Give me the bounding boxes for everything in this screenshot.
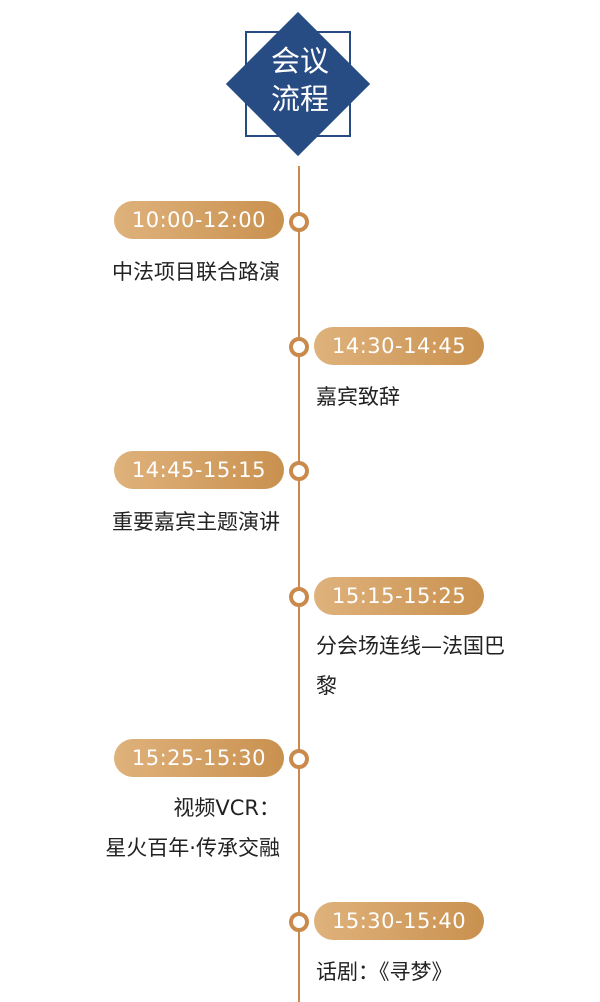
agenda-title-line2: 流程 bbox=[270, 82, 329, 116]
timeline-line bbox=[298, 166, 300, 1002]
agenda-item-title: 分会场连线—法国巴 黎 bbox=[316, 626, 556, 706]
agenda-item-title-line1: 视频VCR： bbox=[173, 796, 280, 820]
time-badge: 10:00-12:00 bbox=[113, 201, 284, 239]
timeline-dot bbox=[289, 749, 309, 769]
agenda-item-title-line1: 分会场连线—法国巴 bbox=[316, 634, 505, 658]
timeline-dot bbox=[289, 587, 309, 607]
time-badge: 15:30-15:40 bbox=[314, 902, 485, 940]
agenda-item-title-line2: 星火百年·传承交融 bbox=[105, 836, 280, 860]
agenda-title-badge: 会议 流程 bbox=[0, 0, 600, 170]
agenda-item-title-line2: 黎 bbox=[316, 674, 337, 698]
agenda-item-title: 嘉宾致辞 bbox=[316, 385, 400, 409]
agenda-item-title: 话剧：《寻梦》 bbox=[316, 960, 453, 984]
agenda-item-title: 重要嘉宾主题演讲 bbox=[112, 510, 280, 534]
time-badge: 14:45-15:15 bbox=[113, 451, 284, 489]
agenda-title: 会议 流程 bbox=[245, 42, 355, 118]
agenda-item-title: 视频VCR： 星火百年·传承交融 bbox=[105, 788, 280, 868]
timeline-dot bbox=[289, 461, 309, 481]
agenda-title-line1: 会议 bbox=[270, 44, 329, 78]
timeline-dot bbox=[289, 337, 309, 357]
time-badge: 15:25-15:30 bbox=[113, 739, 284, 777]
time-badge: 15:15-15:25 bbox=[314, 577, 485, 615]
time-badge: 14:30-14:45 bbox=[314, 327, 485, 365]
timeline-dot bbox=[289, 912, 309, 932]
agenda-item-title: 中法项目联合路演 bbox=[112, 260, 280, 284]
timeline-dot bbox=[289, 212, 309, 232]
